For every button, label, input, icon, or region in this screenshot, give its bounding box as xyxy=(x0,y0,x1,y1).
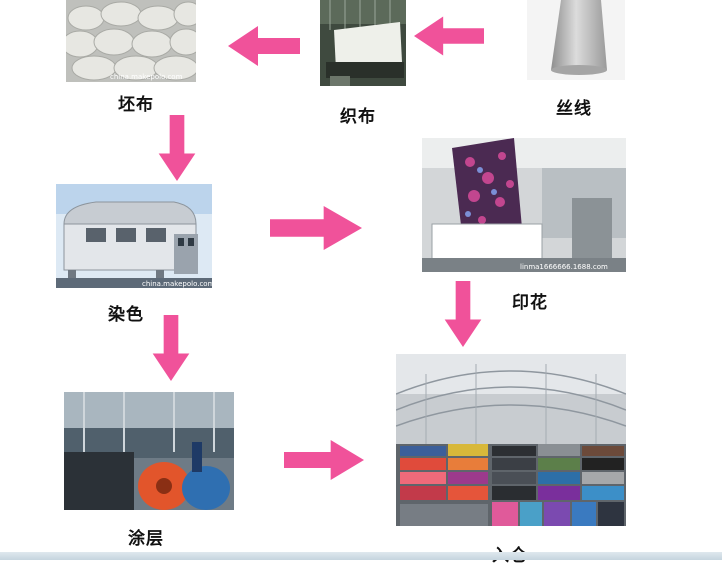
label-coating: 涂层 xyxy=(128,529,164,549)
label-dyeing: 染色 xyxy=(108,305,144,325)
photo-coating-line xyxy=(64,392,234,510)
watermark-printing: linma1666666.1688.com xyxy=(520,263,608,271)
photo-grey-fabric: china.makepolo.com xyxy=(66,0,196,82)
label-weaving: 织布 xyxy=(340,107,376,127)
photo-printing-machine: linma1666666.1688.com xyxy=(422,138,626,272)
watermark-grey-fabric: china.makepolo.com xyxy=(110,73,183,81)
photo-weaving-loom xyxy=(320,0,406,86)
arrow-down-icon xyxy=(443,281,483,347)
label-printing: 印花 xyxy=(512,293,548,313)
arrow-down-icon xyxy=(157,115,197,181)
photo-dyeing-machine: china.makepolo.com xyxy=(56,184,212,288)
arrow-right-icon xyxy=(270,206,362,250)
arrow-down-icon xyxy=(151,315,191,381)
arrow-right-icon xyxy=(284,440,364,480)
arrow-left-icon xyxy=(414,16,484,56)
photo-warehouse xyxy=(396,354,626,526)
arrow-left-icon xyxy=(228,26,300,66)
watermark-dyeing: china.makepolo.com xyxy=(142,280,212,288)
label-yarn: 丝线 xyxy=(556,99,592,119)
photo-yarn-cone xyxy=(527,0,625,80)
window-bottom-edge xyxy=(0,552,722,560)
label-grey-fabric: 坯布 xyxy=(118,95,154,115)
